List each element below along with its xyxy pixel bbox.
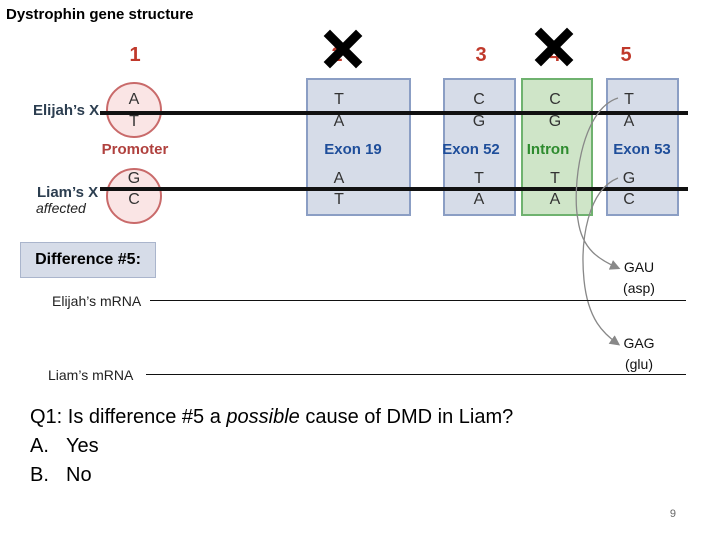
intron-label: Intron (526, 141, 570, 158)
intron-box (521, 78, 593, 216)
affected-note: affected (36, 200, 86, 216)
liam-mrna-label: Liam’s mRNA (48, 367, 134, 383)
cross-out-2-icon (323, 29, 363, 69)
liam-strand (100, 187, 688, 191)
elijah-mrna-label: Elijah’s mRNA (52, 293, 142, 309)
region-number-1: 1 (129, 44, 141, 66)
exon-52-label: Exon 52 (442, 141, 500, 158)
liam-amino-acid: (glu) (624, 356, 653, 372)
question-block: Q1: Is difference #5 a possible cause of… (30, 403, 513, 490)
question-text: Q1: Is difference #5 a possible cause of… (30, 406, 514, 428)
elijah-x-label: Elijah’s X (33, 102, 100, 119)
liam-x-label: Liam’s X (37, 184, 99, 201)
base: G (622, 170, 636, 187)
slide-title: Dystrophin gene structure (6, 6, 194, 23)
base: G (127, 170, 141, 187)
liam-mrna-line (146, 374, 686, 375)
exon-19-label: Exon 19 (324, 141, 382, 158)
promoter-liam-circle (106, 168, 162, 224)
option-b[interactable]: B.No (30, 464, 92, 486)
base: G (548, 113, 562, 130)
promoter-label: Promoter (101, 141, 169, 158)
exon-53-box (606, 78, 679, 216)
base: T (334, 91, 344, 108)
page-number: 9 (669, 508, 676, 520)
base: A (128, 91, 140, 108)
base: A (623, 113, 635, 130)
elijah-strand (100, 111, 688, 115)
base: C (623, 191, 635, 208)
elijah-amino-acid: (asp) (623, 280, 655, 296)
liam-codon: GAG (623, 335, 655, 351)
base: C (128, 191, 140, 208)
base: A (333, 113, 345, 130)
transcription-arrows (575, 97, 621, 346)
base: T (474, 170, 484, 187)
base: G (472, 113, 486, 130)
option-a[interactable]: A.Yes (30, 435, 99, 457)
exon-52-box (443, 78, 516, 216)
exon-19-box (306, 78, 411, 216)
base: T (334, 191, 344, 208)
base: A (473, 191, 485, 208)
promoter-elijah-circle (106, 82, 162, 138)
base: T (624, 91, 634, 108)
base: A (333, 170, 345, 187)
region-number-3: 3 (475, 44, 487, 66)
base: C (473, 91, 485, 108)
elijah-codon: GAU (623, 259, 655, 275)
region-number-4: 4 (549, 44, 561, 66)
base: A (549, 191, 561, 208)
region-number-5: 5 (620, 44, 632, 66)
exon-53-label: Exon 53 (613, 141, 671, 158)
cross-out-4-icon (534, 27, 574, 67)
difference-label: Difference #5: (20, 242, 156, 278)
base: T (129, 113, 139, 130)
base: C (549, 91, 561, 108)
elijah-mrna-line (150, 300, 686, 301)
base: T (550, 170, 560, 187)
